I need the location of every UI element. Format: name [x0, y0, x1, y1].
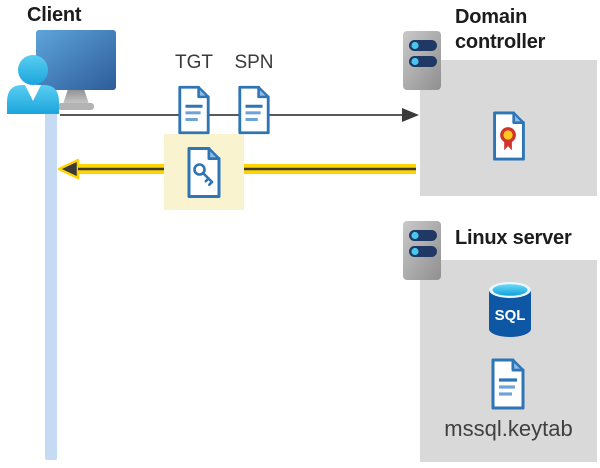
client-lifeline — [45, 93, 57, 460]
domain-controller-server-icon — [403, 31, 441, 90]
linux-server-icon — [403, 221, 441, 280]
user-head — [18, 55, 48, 85]
sql-database-icon: SQL — [489, 282, 531, 337]
tgt-label: TGT — [175, 52, 213, 73]
keytab-document-icon — [491, 358, 525, 410]
monitor-stand — [63, 89, 89, 104]
certificate-icon — [493, 111, 525, 161]
linux-server-label: Linux server — [455, 227, 572, 249]
client-label: Client — [27, 4, 82, 26]
request-arrow — [60, 108, 419, 122]
key-document-icon — [187, 147, 221, 198]
domain-controller-label: Domain controller — [455, 6, 546, 53]
spn-label: SPN — [234, 52, 274, 73]
client-monitor-user-icon — [7, 30, 116, 114]
keytab-filename-label: mssql.keytab — [444, 416, 573, 441]
tgt-document-icon — [178, 85, 210, 135]
spn-document-icon — [238, 85, 270, 135]
sql-icon-label: SQL — [495, 307, 526, 324]
monitor-screen — [36, 30, 116, 90]
